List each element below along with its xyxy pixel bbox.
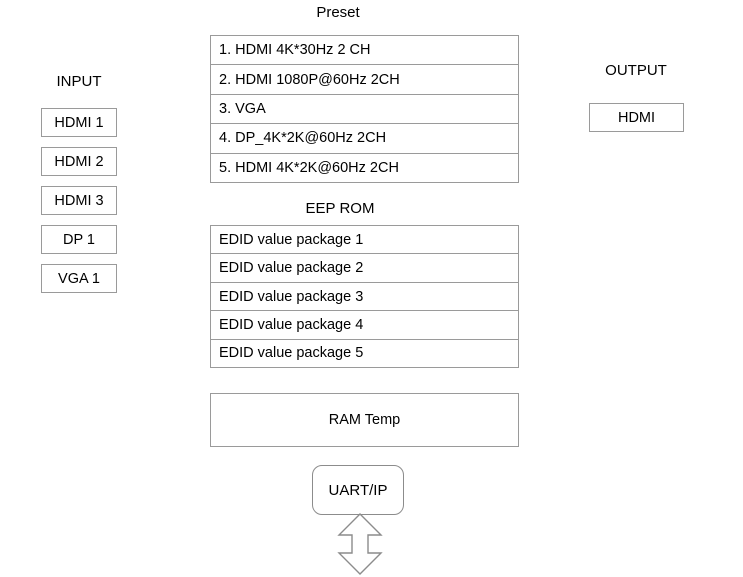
eeprom-list: EDID value package 1 EDID value package … — [210, 225, 519, 368]
eeprom-heading: EEP ROM — [305, 200, 375, 217]
eeprom-row-5[interactable]: EDID value package 5 — [219, 345, 364, 362]
uart-ip-node[interactable]: UART/IP — [312, 465, 404, 515]
eeprom-row-2[interactable]: EDID value package 2 — [211, 254, 518, 283]
preset-row-1[interactable]: 1. HDMI 4K*30Hz 2 CH — [211, 36, 518, 66]
input-port-hdmi-1[interactable]: HDMI 1 — [41, 108, 117, 137]
input-port-hdmi-3[interactable]: HDMI 3 — [41, 186, 117, 215]
input-port-hdmi-2[interactable]: HDMI 2 — [41, 147, 117, 176]
preset-row-2[interactable]: 2. HDMI 1080P@60Hz 2CH — [211, 65, 518, 95]
preset-heading: Preset — [316, 4, 360, 21]
input-port-dp-1[interactable]: DP 1 — [41, 225, 117, 254]
output-heading: OUTPUT — [605, 62, 667, 79]
eeprom-row-4[interactable]: EDID value package 4 — [211, 311, 518, 340]
input-heading: INPUT — [56, 73, 102, 90]
preset-row-5[interactable]: 5. HDMI 4K*2K@60Hz 2CH — [219, 159, 399, 176]
preset-list: 1. HDMI 4K*30Hz 2 CH 2. HDMI 1080P@60Hz … — [210, 35, 519, 183]
output-port-hdmi[interactable]: HDMI — [589, 103, 684, 132]
eeprom-row-3[interactable]: EDID value package 3 — [211, 283, 518, 312]
preset-row-4[interactable]: 4. DP_4K*2K@60Hz 2CH — [211, 124, 518, 154]
ram-temp-box[interactable]: RAM Temp — [210, 393, 519, 447]
eeprom-row-1[interactable]: EDID value package 1 — [211, 226, 518, 255]
input-port-vga-1[interactable]: VGA 1 — [41, 264, 117, 293]
preset-row-3[interactable]: 3. VGA — [211, 95, 518, 125]
uart-ip-double-arrow-icon — [336, 513, 384, 575]
